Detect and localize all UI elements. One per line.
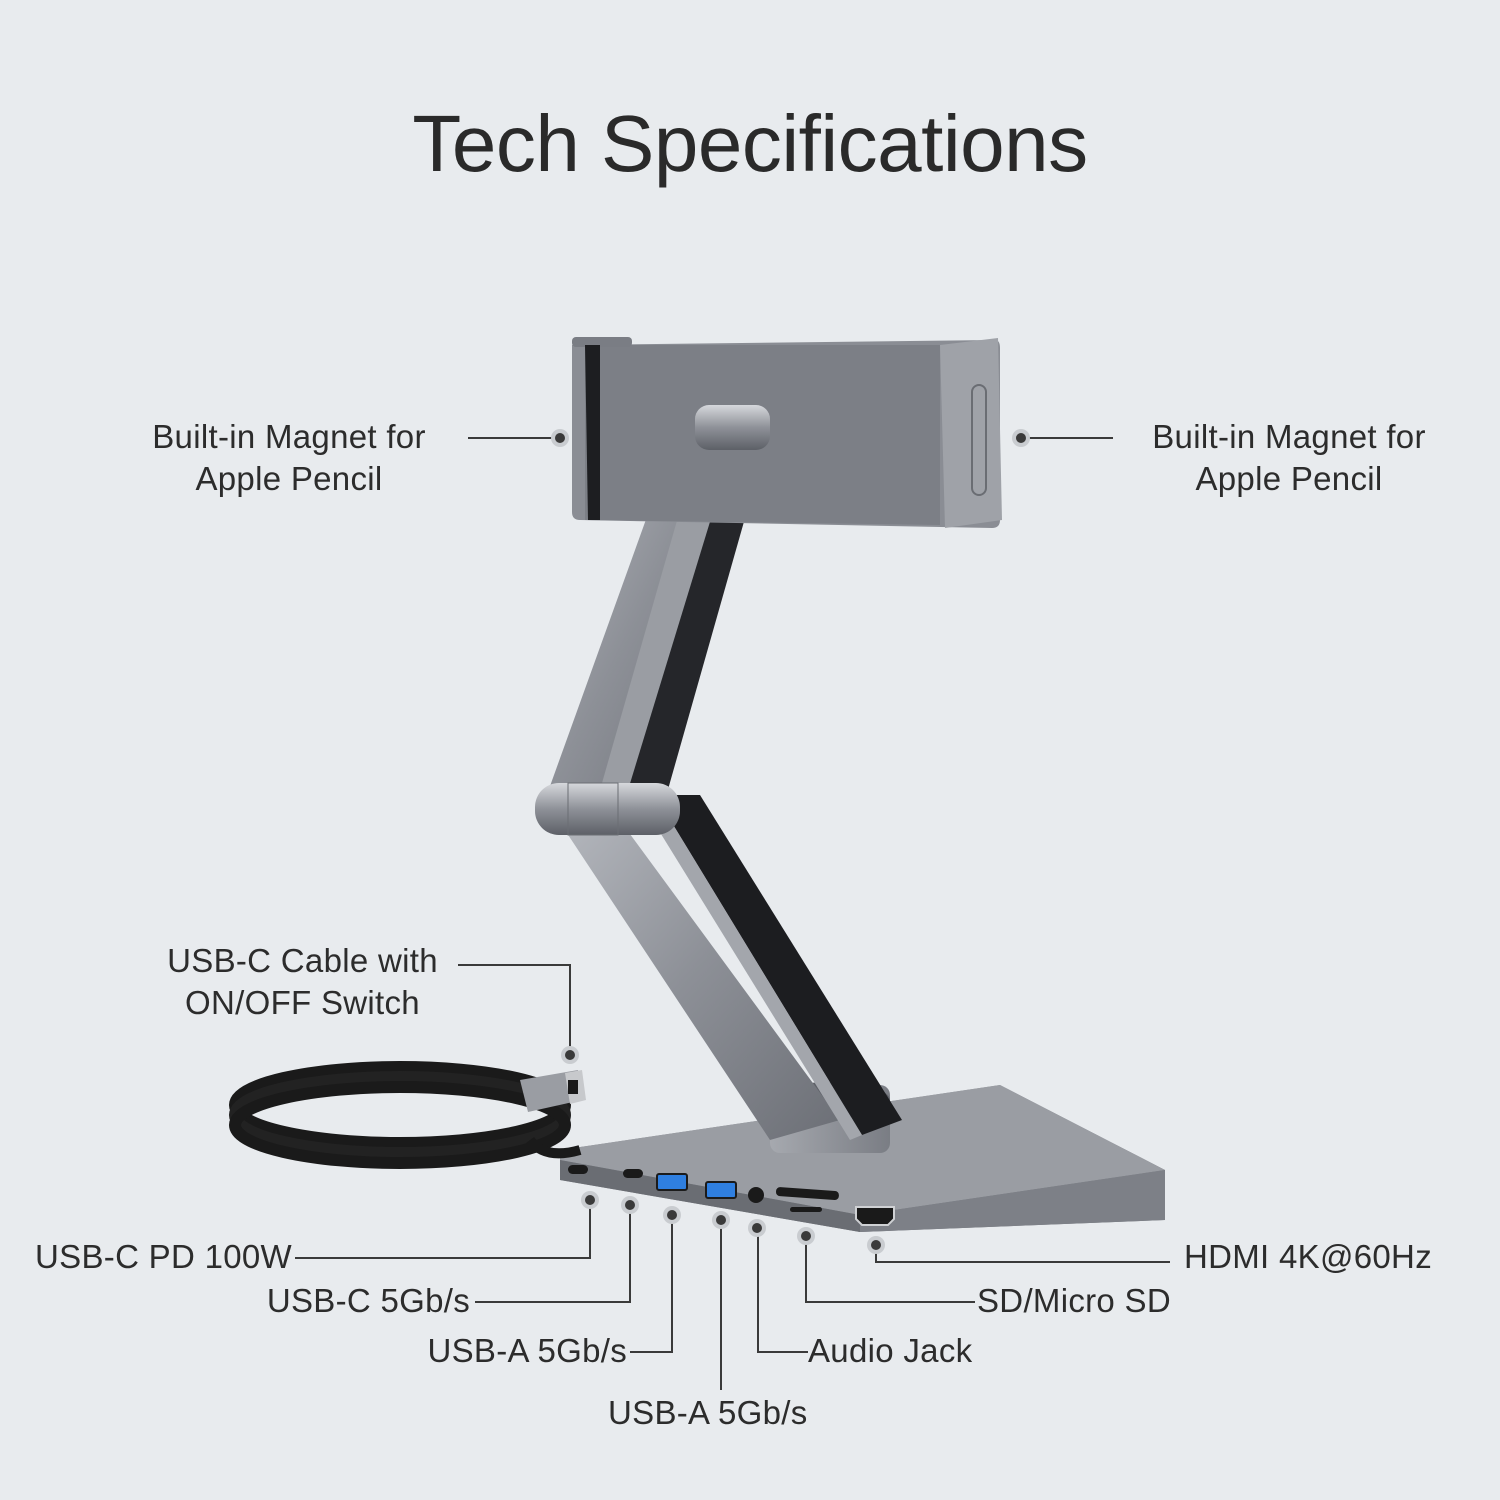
dot-sd (797, 1227, 815, 1245)
dot-audio (748, 1219, 766, 1237)
dot-usb-a-2 (712, 1211, 730, 1229)
callout-cable: USB-C Cable with ON/OFF Switch (150, 940, 455, 1024)
dot-hdmi (867, 1236, 885, 1254)
callout-magnet-right: Built-in Magnet for Apple Pencil (1128, 416, 1450, 500)
on-off-switch (568, 1080, 578, 1094)
callout-audio-jack: Audio Jack (808, 1332, 973, 1369)
magnet-slot (971, 384, 987, 496)
top-hinge (695, 405, 770, 450)
callout-hdmi: HDMI 4K@60Hz (1184, 1238, 1432, 1275)
callout-dots (551, 429, 1030, 1254)
callout-usb-a-2: USB-A 5Gb/s (608, 1394, 808, 1431)
callout-sd: SD/Micro SD (977, 1282, 1171, 1319)
callout-cable-line2: ON/OFF Switch (185, 984, 420, 1021)
audio-jack-port (748, 1187, 764, 1203)
callout-magnet-left-line1: Built-in Magnet for (152, 418, 426, 455)
ports-row (568, 1165, 895, 1226)
dot-magnet-right (1012, 429, 1030, 447)
callout-usb-c-data: USB-C 5Gb/s (266, 1282, 470, 1319)
callout-usb-a-1: USB-A 5Gb/s (427, 1332, 627, 1369)
middle-hinge (535, 782, 680, 836)
usb-c-data-port (623, 1169, 643, 1178)
hdmi-port (855, 1206, 895, 1226)
sd-slot (775, 1187, 839, 1200)
callout-magnet-right-line1: Built-in Magnet for (1152, 418, 1426, 455)
dot-usb-c-data (621, 1196, 639, 1214)
dot-cable (561, 1046, 579, 1064)
callout-magnet-left-line2: Apple Pencil (195, 460, 383, 497)
usb-a-port-2 (705, 1181, 737, 1199)
page-title: Tech Specifications (412, 99, 1088, 188)
usb-c-pd-port (568, 1165, 588, 1174)
dot-usb-c-pd (581, 1191, 599, 1209)
usb-a-port-1 (656, 1173, 688, 1191)
microsd-slot (790, 1207, 822, 1212)
callout-magnet-left: Built-in Magnet for Apple Pencil (128, 416, 450, 500)
callout-cable-line1: USB-C Cable with (167, 942, 438, 979)
tablet-holder (572, 337, 1002, 528)
callout-magnet-right-line2: Apple Pencil (1195, 460, 1383, 497)
dot-usb-a-1 (663, 1206, 681, 1224)
usb-c-cable (229, 1061, 586, 1169)
dot-magnet-left (551, 429, 569, 447)
callout-usb-c-pd: USB-C PD 100W (35, 1238, 292, 1275)
